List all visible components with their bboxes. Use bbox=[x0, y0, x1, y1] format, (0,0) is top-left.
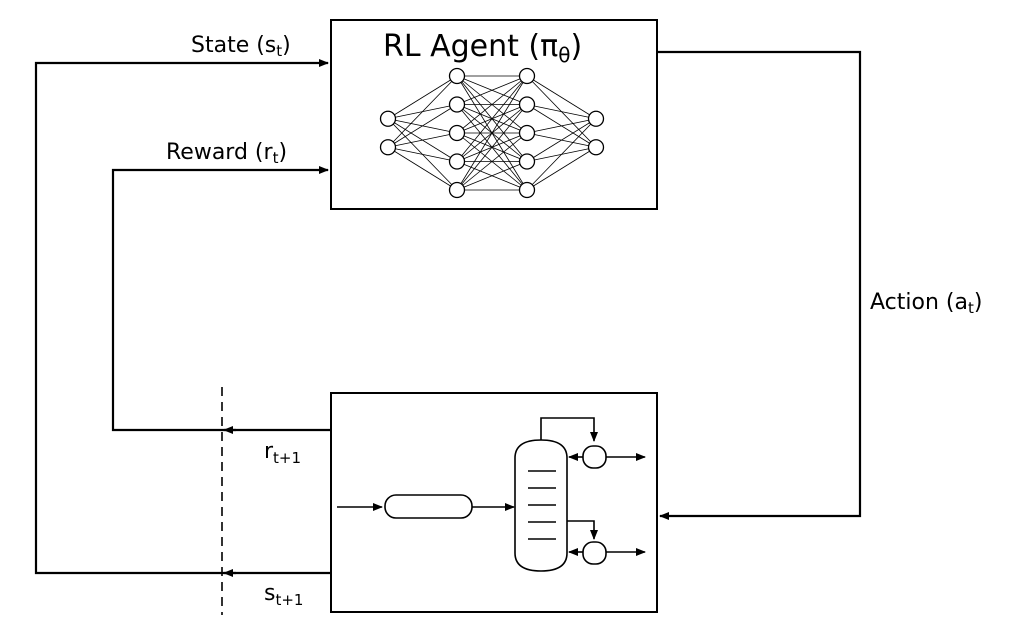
nn-connection bbox=[456, 132, 528, 191]
nn-neuron bbox=[379, 139, 397, 156]
nn-neuron bbox=[448, 96, 466, 113]
nn-connection bbox=[456, 75, 528, 105]
nn-connection bbox=[526, 118, 597, 162]
nn-connection bbox=[387, 146, 458, 162]
nn-connection bbox=[387, 132, 458, 148]
nn-neuron bbox=[448, 124, 466, 142]
nn-neuron bbox=[587, 110, 605, 127]
nn-connection bbox=[387, 75, 458, 148]
reward-label: Reward (rt) bbox=[166, 140, 287, 167]
nn-neuron bbox=[518, 181, 536, 199]
nn-connection bbox=[526, 118, 597, 134]
agent-title: RL Agent (πθ) bbox=[383, 29, 582, 67]
nn-connection bbox=[456, 75, 528, 162]
next-state-label: st+1 bbox=[264, 581, 303, 609]
nn-connection bbox=[526, 146, 597, 191]
environment-box bbox=[330, 392, 658, 613]
neural-network bbox=[379, 67, 605, 199]
nn-neuron bbox=[518, 96, 536, 113]
nn-connection bbox=[387, 146, 458, 191]
nn-connection bbox=[526, 104, 597, 120]
reward-arrow bbox=[111, 166, 331, 432]
nn-connection bbox=[456, 75, 528, 134]
nn-connection bbox=[387, 75, 458, 120]
bottoms-line bbox=[567, 520, 598, 540]
nn-connection bbox=[456, 75, 528, 191]
nn-connection bbox=[456, 104, 528, 191]
action-label: Action (at) bbox=[870, 290, 982, 317]
nn-connection bbox=[456, 161, 528, 191]
next-reward-label: rt+1 bbox=[264, 439, 301, 467]
action-arrow bbox=[657, 50, 862, 520]
bottom-drum bbox=[582, 541, 607, 565]
nn-neuron bbox=[448, 181, 466, 199]
state-arrow bbox=[34, 59, 331, 575]
process-flowsheet bbox=[337, 417, 646, 572]
nn-connection bbox=[387, 104, 458, 148]
nn-neuron bbox=[587, 139, 605, 156]
state-label: State (st) bbox=[191, 33, 291, 60]
nn-connection bbox=[526, 118, 597, 191]
distillation-column bbox=[514, 439, 568, 572]
nn-connection bbox=[526, 75, 597, 120]
nn-neuron bbox=[448, 67, 466, 85]
nn-neuron bbox=[379, 110, 397, 127]
nn-neuron bbox=[518, 67, 536, 85]
overhead-line bbox=[540, 417, 598, 442]
nn-neuron bbox=[518, 124, 536, 142]
nn-neuron bbox=[518, 153, 536, 170]
nn-neuron bbox=[448, 153, 466, 170]
